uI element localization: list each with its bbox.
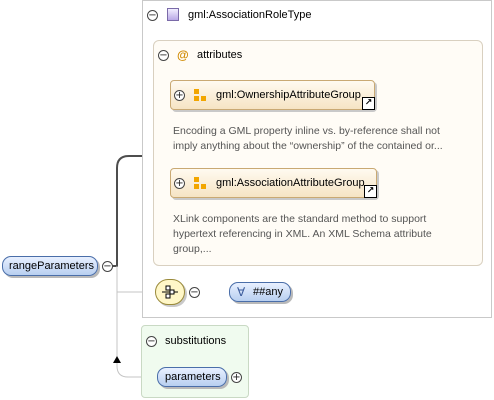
collapse-substitutions-icon[interactable]: −: [146, 336, 157, 347]
collapse-attributes-icon[interactable]: −: [158, 50, 169, 61]
expand-parameters-icon[interactable]: +: [231, 372, 242, 383]
parameters-label: parameters: [165, 371, 221, 383]
substitutions-box: − substitutions: [141, 325, 249, 398]
any-label: ##any: [253, 286, 283, 298]
association-attribute-group[interactable]: + gml:AssociationAttributeGroup ↗: [170, 168, 377, 198]
collapse-sequence-icon[interactable]: −: [189, 287, 200, 298]
attribute-group-glyph: [194, 89, 206, 101]
link-arrow-icon[interactable]: ↗: [364, 185, 377, 198]
ownership-description: Encoding a GML property inline vs. by-re…: [173, 125, 443, 152]
collapse-range-parameters-icon[interactable]: −: [102, 261, 113, 272]
attributes-box: − @ attributes: [153, 40, 483, 266]
attribute-group-glyph: [194, 177, 206, 189]
sequence-compositor-icon[interactable]: [155, 279, 185, 305]
attributes-title: attributes: [197, 49, 243, 61]
any-icon: ∀: [237, 285, 246, 299]
expand-association-icon[interactable]: +: [174, 178, 185, 189]
attribute-group-icon: [194, 89, 206, 102]
ownership-attribute-group[interactable]: + gml:OwnershipAttributeGroup ↗: [170, 80, 375, 110]
complex-type-icon: [167, 8, 179, 21]
collapse-type-icon[interactable]: −: [147, 10, 158, 21]
association-description: XLink components are the standard method…: [173, 213, 432, 255]
association-attribute-group-label: gml:AssociationAttributeGroup: [216, 177, 365, 189]
type-box-title: gml:AssociationRoleType: [188, 9, 312, 21]
attributes-at-icon: @: [177, 48, 189, 62]
parameters-element[interactable]: parameters: [157, 367, 227, 387]
substitutions-title: substitutions: [165, 335, 227, 347]
sequence-glyph: [162, 285, 178, 299]
ownership-attribute-group-label: gml:OwnershipAttributeGroup: [216, 89, 361, 101]
attribute-group-icon: [194, 177, 206, 190]
range-parameters-label: rangeParameters: [9, 260, 94, 272]
link-arrow-icon[interactable]: ↗: [362, 97, 375, 110]
any-element[interactable]: ∀ ##any: [229, 282, 291, 302]
expand-ownership-icon[interactable]: +: [174, 90, 185, 101]
range-parameters-element[interactable]: rangeParameters: [2, 256, 98, 276]
